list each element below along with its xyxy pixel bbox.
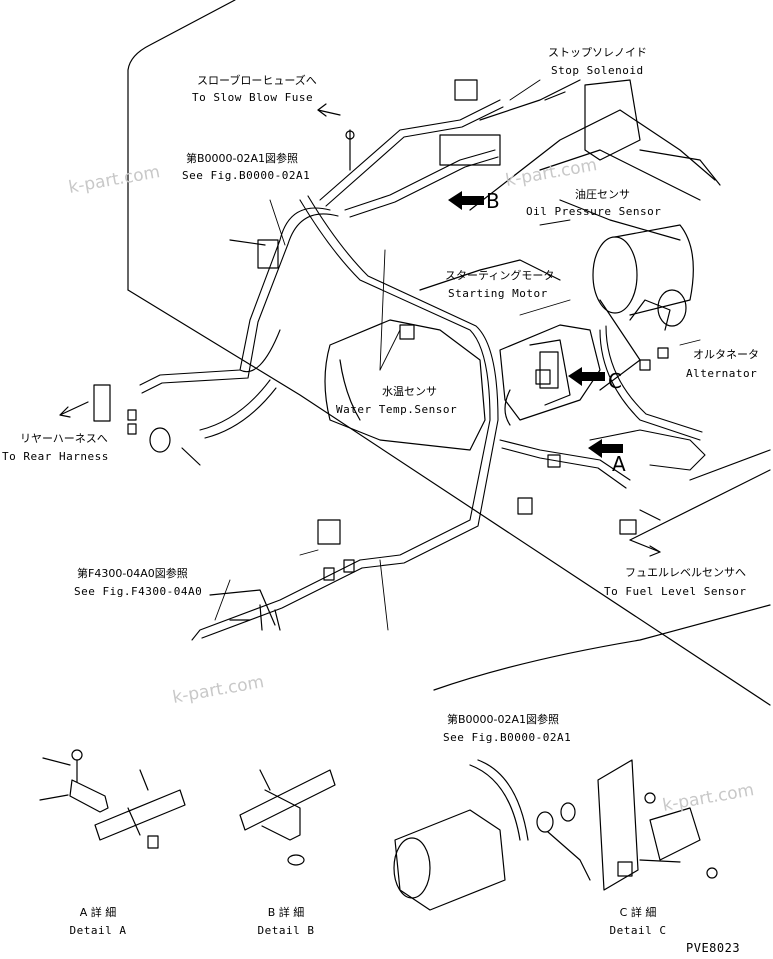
see-fig-f-label: See Fig.F4300-04A0 — [74, 585, 203, 598]
clamps-and-bolts — [93, 79, 669, 631]
fuel-level-label-jp: フュエルレベルセンサへ — [625, 566, 746, 579]
slow-blow-fuse-label: To Slow Blow Fuse — [192, 91, 314, 104]
callout-c: C — [608, 369, 623, 393]
see-fig-b2-label: See Fig.B0000-02A1 — [443, 731, 572, 744]
see-fig-b-label: See Fig.B0000-02A1 — [182, 169, 311, 182]
detail-c-drawing — [393, 759, 718, 911]
water-temp-label-jp: 水温センサ — [382, 385, 437, 398]
water-temp-label: Water Temp.Sensor — [336, 403, 458, 416]
drawing-code: PVE8023 — [686, 941, 741, 955]
rear-harness-label: To Rear Harness — [2, 450, 109, 463]
see-fig-f-label-jp: 第F4300-04A0図参照 — [77, 567, 188, 580]
slow-blow-fuse-label-jp: スローブローヒューズへ — [197, 74, 317, 87]
callout-arrows — [448, 191, 623, 458]
starting-motor-label-jp: スターティングモータ — [445, 269, 555, 282]
detail-c-caption-jp: C 詳 細 — [619, 906, 657, 919]
stop-solenoid-label: Stop Solenoid — [551, 64, 644, 77]
detail-b-caption: Detail B — [257, 924, 315, 937]
see-fig-b-label-jp: 第B0000-02A1図参照 — [186, 152, 299, 165]
starting-motor-label: Starting Motor — [448, 287, 548, 300]
detail-a-caption: Detail A — [69, 924, 127, 937]
oil-pressure-label: Oil Pressure Sensor — [526, 205, 662, 218]
alternator-label-jp: オルタネータ — [693, 348, 759, 361]
fuel-level-label: To Fuel Level Sensor — [604, 585, 747, 598]
stop-solenoid-label-jp: ストップソレノイド — [548, 46, 647, 59]
cab-frame-outline — [127, 0, 771, 706]
callout-b: B — [486, 189, 501, 213]
alternator-label: Alternator — [686, 367, 758, 380]
direction-arrows — [59, 91, 661, 557]
oil-pressure-label-jp: 油圧センサ — [575, 188, 630, 201]
see-fig-b2-label-jp: 第B0000-02A1図参照 — [447, 713, 560, 726]
detail-a-caption-jp: A 詳 細 — [79, 906, 117, 919]
detail-b-drawing — [239, 769, 336, 866]
starting-motor-part — [499, 324, 601, 426]
alternator-part — [592, 224, 694, 331]
detail-b-caption-jp: B 詳 細 — [267, 906, 305, 919]
main-harness — [139, 99, 706, 641]
callout-a: A — [612, 452, 627, 476]
rear-harness-label-jp: リヤーハーネスへ — [20, 432, 108, 445]
leader-lines — [214, 79, 701, 631]
detail-c-caption: Detail C — [609, 924, 667, 937]
detail-a-drawing — [39, 749, 186, 849]
